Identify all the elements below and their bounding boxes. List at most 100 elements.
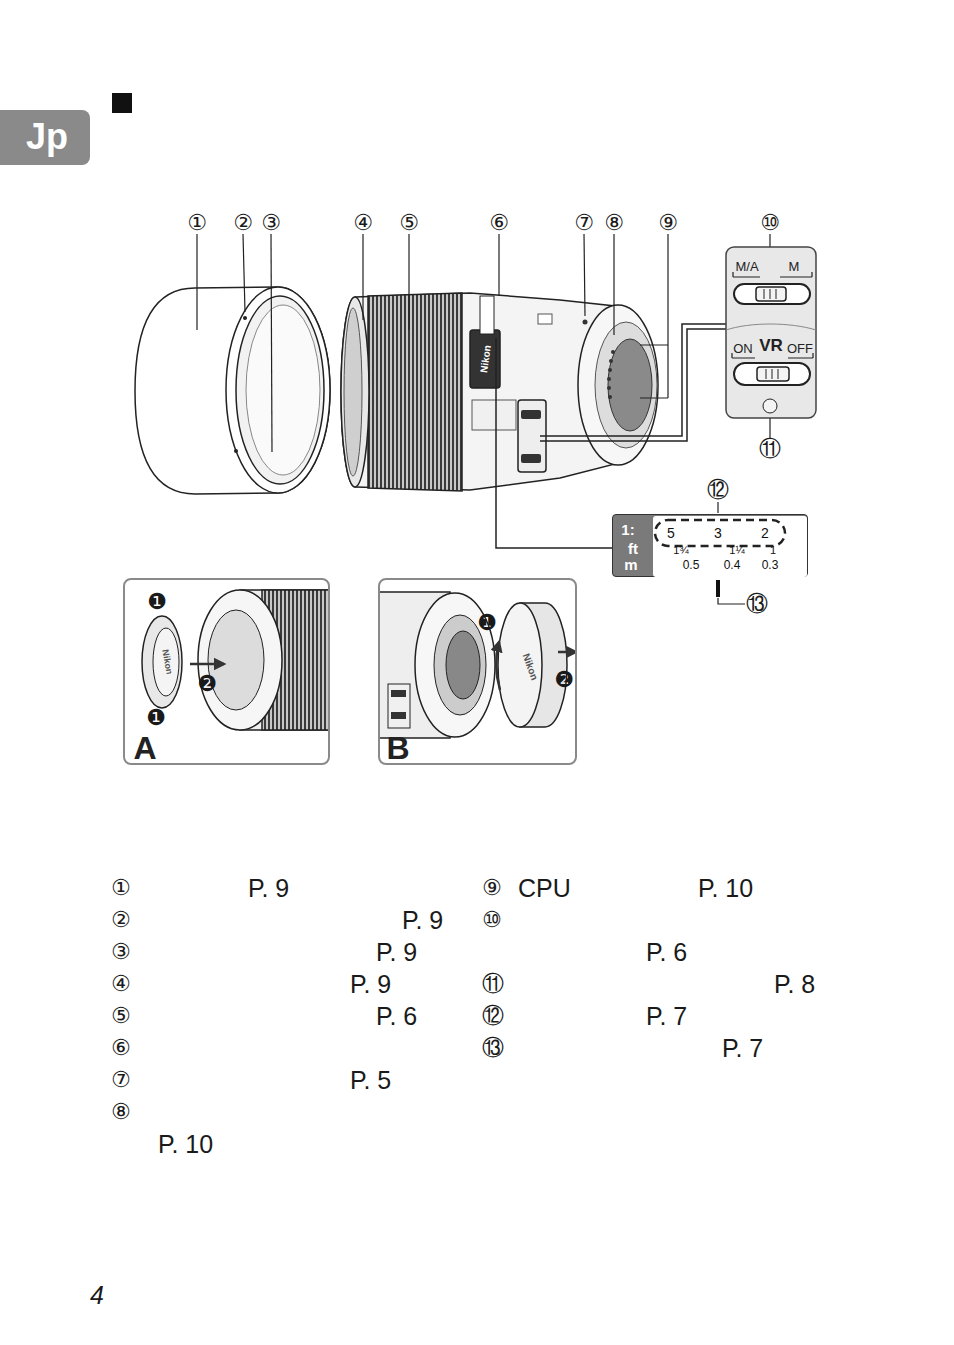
brand-mark: Nikon bbox=[521, 652, 540, 682]
callout-number: ❶ bbox=[147, 591, 167, 613]
node-text: 2 bbox=[761, 526, 769, 540]
switch-panel-art-part bbox=[726, 247, 816, 418]
node-text: B bbox=[386, 732, 409, 764]
index-mark-part bbox=[716, 580, 720, 597]
brand-mark: Nikon bbox=[160, 649, 173, 675]
brand-mark: Nikon bbox=[479, 345, 493, 374]
inset-b-art-part bbox=[496, 642, 500, 690]
callout-number: ⑬ bbox=[746, 593, 768, 615]
inset-b-art-part bbox=[391, 712, 406, 719]
lens-body-part bbox=[608, 368, 612, 372]
lens-hood-part bbox=[135, 287, 330, 494]
callout-number: ③ bbox=[111, 941, 131, 963]
lens-hood-part bbox=[246, 305, 320, 475]
node-text: Jp bbox=[26, 119, 68, 155]
inset-b-art-part bbox=[446, 631, 480, 699]
inset-b-art bbox=[379, 592, 576, 738]
leader-lines-part bbox=[540, 324, 726, 436]
page-reference: P. 7 bbox=[646, 1004, 687, 1029]
callout-number: ② bbox=[111, 909, 131, 931]
node-text: ft bbox=[628, 541, 638, 556]
switch-panel-art-part bbox=[763, 399, 777, 413]
switch-panel: M/AMONVROFF bbox=[726, 247, 816, 418]
node-text: M bbox=[789, 260, 800, 273]
node-text: 1¾ bbox=[673, 545, 688, 556]
lens-hood-part bbox=[243, 316, 247, 320]
lens-body-part bbox=[609, 359, 613, 363]
page-reference: CPU bbox=[518, 876, 571, 901]
lens-body-part bbox=[611, 350, 615, 354]
node-text: 1 bbox=[770, 545, 776, 556]
switch-panel-art-part bbox=[756, 287, 786, 301]
leader-lines-part bbox=[196, 234, 197, 330]
node-text: OFF bbox=[787, 342, 813, 355]
callout-number: ⑩ bbox=[760, 212, 780, 234]
dashed-outline bbox=[655, 520, 785, 546]
page-reference: P. 7 bbox=[722, 1036, 763, 1061]
section-mark bbox=[112, 93, 132, 113]
lens-body-part bbox=[341, 293, 615, 490]
switch-panel-art-part bbox=[766, 369, 778, 379]
leader-lines-part bbox=[584, 234, 585, 316]
page-reference: P. 9 bbox=[402, 908, 443, 933]
node-text: m bbox=[624, 557, 637, 572]
callout-number: ② bbox=[233, 212, 253, 234]
page-reference: P. 5 bbox=[350, 1068, 391, 1093]
callout-number: ⑤ bbox=[399, 212, 419, 234]
distance-scale-window: 5321¾1¼10.50.40.3 bbox=[653, 516, 807, 577]
callout-number: ❷ bbox=[197, 673, 217, 695]
page-reference: P. 9 bbox=[248, 876, 289, 901]
callout-number: ⑧ bbox=[111, 1101, 131, 1123]
node-text: 0.5 bbox=[683, 559, 700, 571]
node-text: VR bbox=[759, 337, 783, 354]
callout-number: ⑫ bbox=[707, 479, 729, 501]
page-reference: P. 6 bbox=[646, 940, 687, 965]
callout-number: ① bbox=[187, 212, 207, 234]
page-reference: P. 10 bbox=[698, 876, 753, 901]
node-text: ON bbox=[733, 342, 753, 355]
node-text: 0.3 bbox=[762, 559, 779, 571]
inset-a-art bbox=[142, 590, 329, 730]
index-mark bbox=[716, 580, 720, 597]
callout-number: ⑨ bbox=[658, 212, 678, 234]
leader-lines-part bbox=[540, 329, 726, 441]
lens-body-part bbox=[583, 320, 588, 325]
leader-lines-part bbox=[271, 234, 272, 452]
page-reference: P. 9 bbox=[376, 940, 417, 965]
callout-number: ③ bbox=[261, 212, 281, 234]
lens-body-part bbox=[608, 339, 652, 431]
inset-a-art-part bbox=[190, 663, 224, 666]
node-text: 5 bbox=[667, 526, 675, 540]
inset-b-art-part bbox=[498, 603, 542, 727]
lens-body bbox=[341, 293, 658, 491]
leader-lines-part bbox=[362, 234, 363, 320]
switch-panel-art bbox=[726, 247, 816, 418]
inset-b-art-part bbox=[558, 651, 576, 654]
lens-hood-part bbox=[236, 296, 324, 484]
lens-body-part bbox=[472, 400, 516, 430]
inset-a-art-part bbox=[142, 616, 182, 708]
callout-number: ④ bbox=[111, 973, 131, 995]
callout-number: ⑥ bbox=[111, 1037, 131, 1059]
language-tab: Jp bbox=[0, 110, 90, 165]
leader-lines-part bbox=[498, 234, 499, 296]
node-text: 3 bbox=[714, 526, 722, 540]
callout-number: ⑤ bbox=[111, 1005, 131, 1027]
node-text: 0.4 bbox=[724, 559, 741, 571]
lens-body-part bbox=[607, 377, 611, 381]
node-text: 1: bbox=[621, 522, 634, 537]
leader-lines-part bbox=[613, 234, 614, 335]
lens-body-part bbox=[341, 297, 369, 487]
switch-panel-art-part bbox=[734, 363, 810, 385]
leader-lines-part bbox=[408, 234, 409, 330]
lens-body-part bbox=[521, 410, 541, 419]
switch-panel-art-part bbox=[726, 324, 816, 330]
callout-number: ④ bbox=[353, 212, 373, 234]
callout-number: ⑪ bbox=[759, 438, 781, 460]
leader-lines-part bbox=[718, 598, 745, 604]
callout-number: ❷ bbox=[554, 669, 574, 691]
callout-number: ⑦ bbox=[111, 1069, 131, 1091]
lens-body-part bbox=[607, 386, 611, 390]
switch-panel-art-part bbox=[734, 284, 810, 304]
callout-number: ⑩ bbox=[482, 909, 502, 931]
